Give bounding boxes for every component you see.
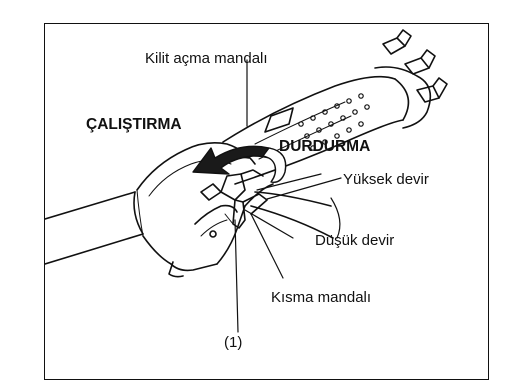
shaft-tube (45, 192, 143, 264)
stop-label: DURDURMA (279, 139, 370, 155)
rear-grip (223, 67, 430, 184)
start-label: ÇALIŞTIRMA (86, 117, 182, 133)
low-speed-leader (245, 210, 293, 238)
end-cap-bolts (383, 30, 447, 102)
rotation-arrow (193, 146, 286, 182)
stop-leader (257, 174, 321, 190)
diagram-frame: Kilit açma mandalı ÇALIŞTIRMA DURDURMA Y… (44, 23, 489, 380)
callout-1-label: (1) (224, 335, 242, 350)
high-speed-label: Yüksek devir (343, 172, 429, 187)
lock-off-lever-label: Kilit açma mandalı (145, 51, 268, 66)
throttle-lever-label: Kısma mandalı (271, 290, 371, 305)
throttle-leader (251, 214, 283, 278)
callout-leader (235, 220, 238, 332)
low-speed-label: Düşük devir (315, 233, 394, 248)
handle-illustration (45, 24, 489, 380)
